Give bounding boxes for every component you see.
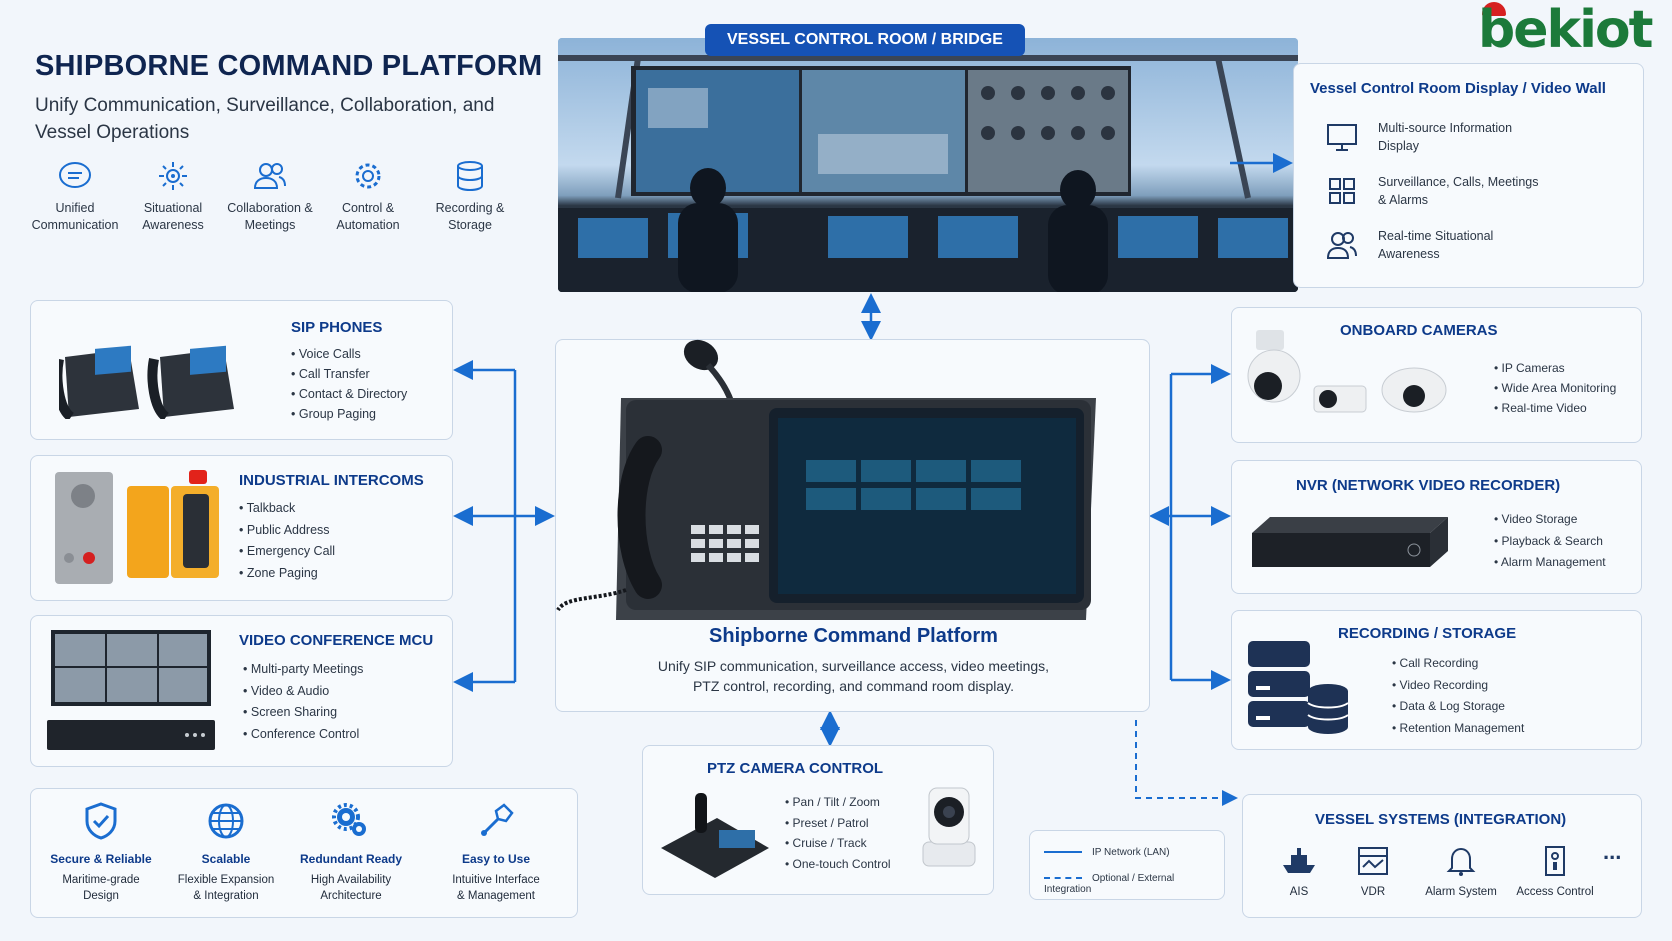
cameras-image (1247, 330, 1447, 413)
monitor-icon (1327, 124, 1357, 151)
feature-label: Situational Awareness (142, 201, 204, 232)
vessel-system-vdr: VDR (1343, 845, 1403, 898)
command-console-image (556, 339, 1096, 620)
recording-title: RECORDING / STORAGE (1338, 625, 1517, 642)
intercoms-panel: INDUSTRIAL INTERCOMS Talkback Public Add… (30, 455, 453, 601)
legend-dashed: Optional / External Integration (1044, 873, 1175, 895)
vessel-system-alarm: Alarm System (1411, 845, 1511, 898)
feature-label: Control & Automation (336, 201, 400, 232)
mcu-panel: VIDEO CONFERENCE MCU Multi-party Meeting… (30, 615, 453, 767)
mcu-list: Multi-party Meetings Video & Audio Scree… (243, 659, 364, 745)
feature-label: Collaboration & Meetings (227, 201, 313, 232)
grid-icon (1329, 178, 1355, 204)
ptz-title: PTZ CAMERA CONTROL (707, 760, 884, 777)
video-wall-title: Vessel Control Room Display / Video Wall (1310, 80, 1606, 97)
platform-title: Shipborne Command Platform (709, 625, 998, 647)
page-title: SHIPBORNE COMMAND PLATFORM (35, 50, 543, 82)
gear-icon (355, 163, 381, 189)
benefit-redundant: Redundant Ready High Availability Archit… (286, 801, 416, 904)
bell-icon (1446, 847, 1476, 876)
recording-list: Call Recording Video Recording Data & Lo… (1392, 653, 1525, 739)
sip-phones-title: SIP PHONES (291, 319, 383, 336)
nvr-panel: NVR (NETWORK VIDEO RECORDER) Video Stora… (1231, 460, 1642, 594)
cameras-panel: ONBOARD CAMERAS IP Cameras Wide Area Mon… (1231, 307, 1642, 443)
storage-image (1248, 641, 1349, 734)
gears-icon (332, 803, 366, 836)
benefit-secure: Secure & Reliable Maritime-grade Design (36, 801, 166, 904)
more-indicator: ... (1603, 839, 1622, 864)
intercoms-list: Talkback Public Address Emergency Call Z… (239, 498, 335, 584)
sip-phone-image (59, 345, 234, 419)
mcu-image (47, 630, 215, 750)
ptz-camera-image (922, 787, 976, 867)
database-icon (457, 161, 483, 192)
ptz-list: Pan / Tilt / Zoom Preset / Patrol Cruise… (785, 792, 891, 874)
legend-solid: IP Network (LAN) (1044, 847, 1170, 858)
intercom-image (55, 470, 219, 584)
control-room-image (558, 38, 1298, 292)
chat-icon (59, 162, 91, 188)
vessel-systems-title: VESSEL SYSTEMS (INTEGRATION) (1315, 811, 1567, 828)
nvr-title: NVR (NETWORK VIDEO RECORDER) (1296, 477, 1561, 494)
video-wall-item: Surveillance, Calls, Meetings & Alarms (1326, 173, 1546, 209)
nvr-list: Video Storage Playback & Search Alarm Ma… (1494, 509, 1606, 574)
cameras-title: ONBOARD CAMERAS (1340, 322, 1498, 339)
nvr-image (1252, 517, 1448, 567)
logo-accent (1482, 2, 1506, 16)
sip-phones-panel: SIP PHONES Voice Calls Call Transfer Con… (30, 300, 453, 440)
cameras-list: IP Cameras Wide Area Monitoring Real-tim… (1494, 358, 1617, 418)
sip-phones-list: Voice Calls Call Transfer Contact & Dire… (291, 344, 407, 424)
intercoms-title: INDUSTRIAL INTERCOMS (239, 472, 424, 489)
people-icon (253, 163, 286, 189)
mcu-title: VIDEO CONFERENCE MCU (239, 632, 434, 649)
feature-unified-communication: Unified Communication (25, 160, 125, 234)
recording-panel: RECORDING / STORAGE Call Recording Video… (1231, 610, 1642, 750)
feature-situational-awareness: Situational Awareness (123, 160, 223, 234)
benefits-panel: Secure & Reliable Maritime-grade Design … (30, 788, 578, 918)
vdr-icon (1358, 847, 1388, 875)
globe-icon (208, 803, 244, 839)
feature-label: Recording & Storage (435, 201, 505, 232)
vessel-systems-panel: VESSEL SYSTEMS (INTEGRATION) AIS VDR Ala… (1242, 794, 1642, 918)
page-subtitle: Unify Communication, Surveillance, Colla… (35, 95, 495, 143)
users-icon (1326, 232, 1357, 259)
feature-label: Unified Communication (31, 201, 119, 232)
feature-control-automation: Control & Automation (318, 160, 418, 234)
ptz-joystick-image (661, 793, 769, 878)
benefit-scalable: Scalable Flexible Expansion & Integratio… (161, 801, 291, 904)
tool-icon (481, 803, 514, 836)
vessel-system-ais: AIS (1269, 845, 1329, 898)
video-wall-item: Multi-source Information Display (1326, 119, 1546, 155)
ship-icon (1283, 848, 1315, 873)
video-wall-item: Real-time Situational Awareness (1326, 227, 1546, 263)
video-wall-panel: Vessel Control Room Display / Video Wall… (1293, 63, 1644, 288)
shield-icon (85, 802, 117, 840)
access-icon (1545, 846, 1565, 876)
ptz-panel: PTZ CAMERA CONTROL Pan / Tilt / Zoom Pre… (642, 745, 994, 895)
vessel-system-access: Access Control (1505, 845, 1605, 898)
feature-recording-storage: Recording & Storage (420, 160, 520, 234)
platform-description: Unify SIP communication, surveillance ac… (657, 658, 1050, 694)
radar-icon (159, 162, 187, 190)
feature-collaboration: Collaboration & Meetings (220, 160, 320, 234)
brand-logo: bekiot (1478, 0, 1653, 60)
command-platform-panel: Shipborne Command Platform Unify SIP com… (555, 339, 1150, 712)
legend: IP Network (LAN) Optional / External Int… (1029, 830, 1225, 900)
benefit-easy: Easy to Use Intuitive Interface & Manage… (426, 801, 566, 904)
control-room-tag: VESSEL CONTROL ROOM / BRIDGE (705, 24, 1025, 56)
